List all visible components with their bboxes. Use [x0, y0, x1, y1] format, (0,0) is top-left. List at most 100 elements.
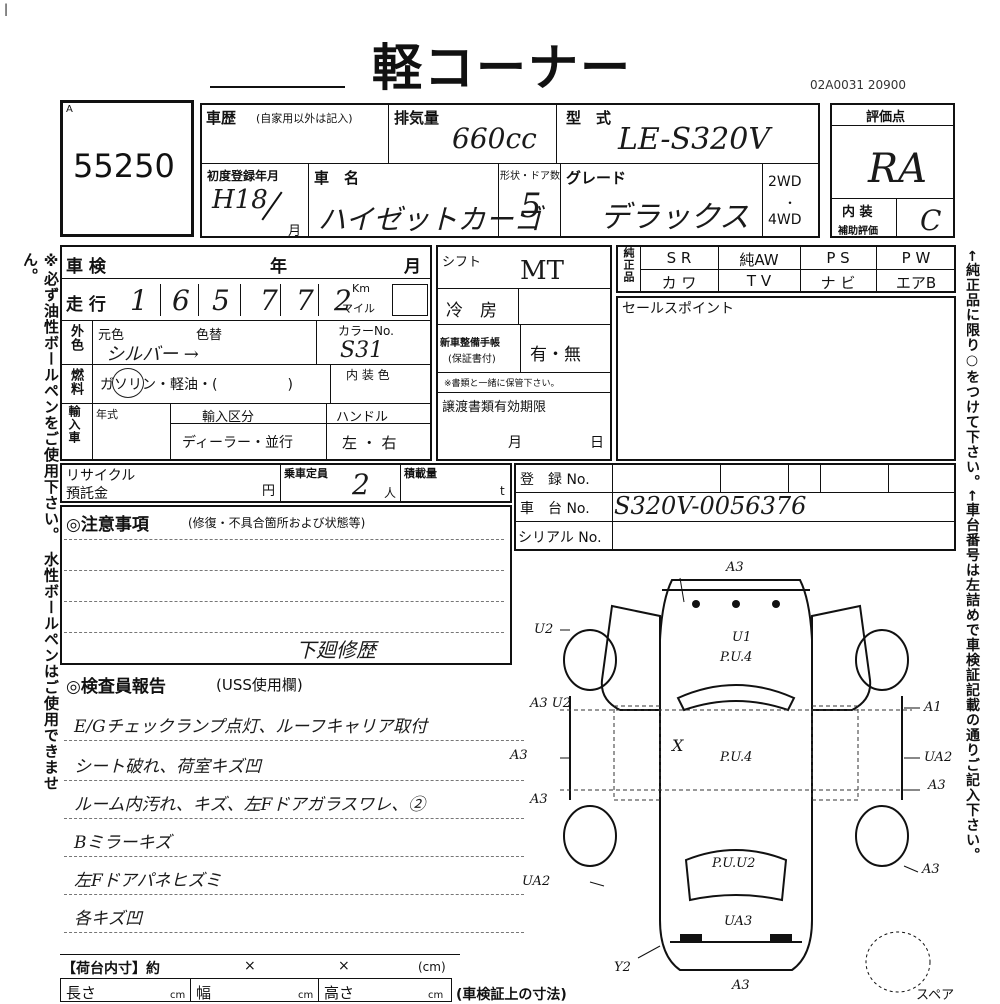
damage-label: U2 [534, 622, 554, 637]
import-type-label: 輸入区分 [202, 410, 255, 425]
col-divider [400, 463, 401, 503]
option-airbag: エアB [895, 274, 937, 292]
notes-entry: 下廻修歴 [296, 638, 376, 662]
recycle-frame [60, 463, 512, 503]
col-divider [520, 324, 521, 372]
recycle-label1: リサイクル [66, 468, 136, 484]
chassis-value: S320V-0056376 [614, 492, 807, 520]
model-label: 型 式 [566, 109, 612, 127]
interior-label: 内 装 [842, 205, 873, 220]
row-divider [436, 324, 612, 325]
handle-value: 左 ・ 右 [342, 434, 397, 452]
vehicle-diagram [560, 577, 931, 993]
history-note: (自家用以外は記入) [256, 112, 353, 125]
report-line: E/Gチェックランプ点灯、ルーフキャリア取付 [74, 717, 428, 737]
damage-label: A3 [726, 560, 744, 575]
load-unit: t [500, 484, 505, 498]
mileage-digit: 2 [334, 284, 352, 317]
option-leather: カ ワ [661, 274, 697, 292]
lot-box: A 55250 [60, 100, 194, 237]
color-code-label: カラーNo. [338, 324, 394, 338]
header-partial-code: 02A0031 20900 [810, 78, 907, 92]
col-divider [498, 163, 499, 238]
reg-label: 登 録 No. [520, 472, 590, 488]
damage-label: UA3 [724, 914, 753, 929]
capacity-value: 2 [352, 468, 370, 501]
mileage-extra-box [392, 284, 428, 316]
rating-label: 評価点 [866, 110, 906, 125]
option-navi: ナ ビ [820, 274, 856, 292]
left-side-note: ※必ず油性ボールペンをご使用下さい。 水性ボールペンはご使用できません。 [21, 252, 60, 792]
mileage-digit: 7 [296, 284, 314, 317]
damage-label: U1 [732, 630, 752, 645]
vehicle-info-frame [200, 103, 820, 238]
shift-label: シフト [442, 255, 482, 270]
mileage-label: 走 行 [66, 295, 106, 315]
rating-box [830, 103, 955, 238]
digit-sep [198, 284, 199, 316]
chassis-label: 車 台 No. [520, 501, 590, 517]
month-label: 月 [288, 224, 302, 239]
cargo-top-line [60, 954, 460, 955]
row-divider [60, 403, 432, 404]
report-line: Bミラーキズ [74, 833, 172, 853]
drive-4wd: 4WD [768, 212, 802, 228]
maintenance-sub: (保証書付) [448, 354, 496, 365]
spare-label: スペア [916, 988, 955, 1003]
maintenance-note: ※書類と一緒に保管下さい。 [444, 379, 560, 389]
notes-rule [64, 632, 504, 633]
row-divider [640, 269, 956, 270]
col-divider [330, 364, 331, 403]
digit-sep [240, 284, 241, 316]
import-side: 輸入車 [67, 405, 81, 444]
damage-label: A3 [922, 862, 940, 877]
report-line: シート破れ、荷室キズ凹 [74, 757, 262, 777]
rating-value: RA [868, 146, 928, 192]
damage-label: UA2 [522, 874, 551, 889]
notes-rule [64, 570, 504, 571]
option-sr: S R [666, 249, 692, 267]
cargo-note: (車検証上の寸法) [456, 987, 567, 1003]
first-reg-label: 初度登録年月 [207, 169, 280, 183]
aircon-label: 冷 房 [446, 301, 497, 321]
transfer-label: 譲渡書類有効期限 [442, 400, 547, 415]
option-tv: T V [746, 272, 772, 290]
drive-dot: ・ [784, 196, 797, 210]
serial-label: シリアル No. [518, 530, 602, 546]
rating-header-line [830, 125, 955, 126]
interior-vdivider [896, 198, 897, 238]
drive-2wd: 2WD [768, 174, 802, 190]
shaken-month: 月 [404, 257, 421, 277]
col-divider [280, 463, 281, 503]
notes-subtitle: (修復・不具合箇所および状態等) [188, 516, 366, 530]
maintenance-label: 新車整備手帳 [440, 338, 500, 349]
color-orig-value: シルバー → [106, 344, 199, 365]
col-divider [388, 103, 389, 163]
load-label: 積載量 [404, 467, 437, 480]
damage-label: A3 [928, 778, 946, 793]
damage-label: P.U.4 [720, 650, 753, 665]
mileage-digit: 6 [172, 284, 190, 317]
option-pw: P W [901, 249, 931, 267]
cargo-times1: × [244, 958, 256, 974]
col-divider [190, 978, 191, 1002]
report-rule [64, 818, 524, 819]
col-divider [316, 320, 317, 364]
unit-km: Km [352, 282, 370, 295]
reg-cell [788, 463, 789, 492]
cargo-cm: cm [428, 990, 444, 1001]
maintenance-value: 有・無 [530, 345, 581, 365]
notes-rule [64, 601, 504, 602]
color-code-value: S31 [340, 338, 384, 363]
damage-label: A3 [732, 978, 750, 993]
report-line: ルーム内汚れ、キズ、左Fドアガラスワレ、② [74, 795, 426, 815]
reg-cell [820, 463, 821, 492]
col-divider [612, 463, 613, 551]
digit-sep [280, 284, 281, 316]
capacity-label: 乗車定員 [284, 467, 328, 480]
corner-tick: | [4, 2, 9, 16]
shaken-year: 年 [270, 257, 287, 277]
displacement-label: 排気量 [394, 109, 440, 127]
inspector-subtitle: (USS使用欄) [216, 676, 303, 694]
lot-corner-mark: A [66, 104, 73, 115]
